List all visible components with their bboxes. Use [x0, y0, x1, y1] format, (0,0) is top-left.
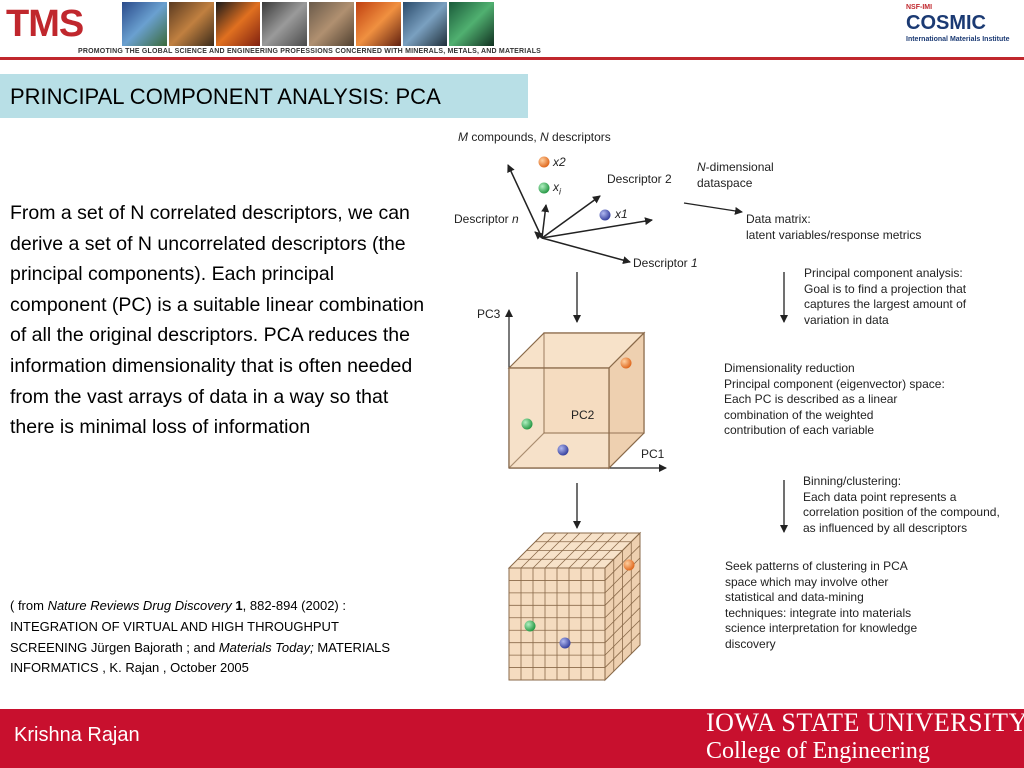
caption-n: N — [540, 130, 549, 144]
slide-title: PRINCIPAL COMPONENT ANALYSIS: PCA — [10, 84, 441, 110]
note-line: variation in data — [804, 313, 966, 329]
cube-dot-blue — [558, 445, 569, 456]
note-line: Dimensionality reduction — [724, 361, 945, 377]
university-name: IOWA STATE UNIVERSITY — [706, 708, 1024, 738]
note-line: discovery — [725, 637, 917, 653]
label-xi-sub: i — [559, 186, 561, 196]
label-pc2: PC2 — [571, 408, 594, 424]
citation-part1: ( from — [10, 598, 48, 613]
college-name: College of Engineering — [706, 738, 930, 765]
citation-volume: 1 — [232, 598, 243, 613]
header-photo — [309, 2, 354, 46]
note-dimensionality: Dimensionality reduction Principal compo… — [724, 361, 945, 439]
descriptor-1-text: Descriptor — [633, 256, 691, 270]
caption-m: M — [458, 130, 468, 144]
caption-end: descriptors — [549, 130, 611, 144]
label-xi: xi — [553, 180, 561, 200]
label-descriptor-1: Descriptor 1 — [633, 256, 698, 272]
note-line: statistical and data-mining — [725, 590, 917, 606]
label-ndim-dataspace: N-dimensional dataspace — [697, 160, 774, 191]
header-rule — [0, 57, 1024, 60]
body-paragraph: From a set of N correlated descriptors, … — [10, 198, 435, 443]
header-photo — [403, 2, 448, 46]
descriptor-n-text: Descriptor — [454, 212, 512, 226]
cosmic-subtitle: International Materials Institute — [906, 36, 1009, 43]
header-photo — [122, 2, 167, 46]
note-pca: Principal component analysis: Goal is to… — [804, 266, 966, 328]
citation-journal1: Nature Reviews Drug Discovery — [48, 598, 232, 613]
data-matrix-line2: latent variables/response metrics — [746, 228, 921, 242]
footer-author: Krishna Rajan — [14, 724, 140, 747]
data-matrix-arrow — [684, 203, 742, 212]
label-pc1: PC1 — [641, 447, 664, 463]
header-photo — [169, 2, 214, 46]
note-line: Goal is to find a projection that — [804, 282, 966, 298]
label-descriptor-2: Descriptor 2 — [607, 172, 672, 188]
descriptor-1-italic: 1 — [691, 256, 698, 270]
ndim-text: -dimensional — [706, 160, 774, 174]
ndim-line2: dataspace — [697, 176, 752, 190]
label-descriptor-n: Descriptor n — [454, 212, 519, 228]
dot-xi — [539, 183, 550, 194]
note-line: Principal component analysis: — [804, 266, 966, 282]
cube-dot-green — [522, 419, 533, 430]
caption-mid: compounds, — [468, 130, 540, 144]
label-x2: x2 — [553, 155, 566, 171]
citation: ( from Nature Reviews Drug Discovery 1, … — [10, 596, 405, 679]
note-line: Binning/clustering: — [803, 474, 1000, 490]
note-line: Principal component (eigenvector) space: — [724, 377, 945, 393]
note-line: combination of the weighted — [724, 408, 945, 424]
header-photo — [262, 2, 307, 46]
label-pc3: PC3 — [477, 307, 500, 323]
binned-dot-blue — [560, 638, 571, 649]
cosmic-name: COSMIC — [906, 12, 986, 35]
tms-tagline: PROMOTING THE GLOBAL SCIENCE AND ENGINEE… — [78, 48, 541, 55]
note-line: Seek patterns of clustering in PCA — [725, 559, 917, 575]
note-line: Each PC is described as a linear — [724, 392, 945, 408]
note-line: space which may involve other — [725, 575, 917, 591]
citation-journal2: Materials Today; — [219, 640, 314, 655]
note-line: techniques: integrate into materials — [725, 606, 917, 622]
note-line: Each data point represents a — [803, 490, 1000, 506]
data-matrix-line1: Data matrix: — [746, 212, 811, 226]
cube-dot-orange — [621, 358, 632, 369]
dot-x2 — [539, 157, 550, 168]
note-line: science interpretation for knowledge — [725, 621, 917, 637]
note-line: contribution of each variable — [724, 423, 945, 439]
header-photo-strip — [122, 2, 494, 46]
label-data-matrix: Data matrix: latent variables/response me… — [746, 212, 921, 243]
ndim-italic: N — [697, 160, 706, 174]
descriptor-n-italic: n — [512, 212, 519, 226]
note-line: correlation position of the compound, — [803, 505, 1000, 521]
cosmic-logo: NSF-IMI COSMIC International Materials I… — [900, 2, 1020, 60]
binned-dot-orange — [624, 560, 635, 571]
header-photo — [216, 2, 261, 46]
pca-cube — [509, 333, 644, 468]
note-patterns: Seek patterns of clustering in PCA space… — [725, 559, 917, 652]
diagram-top-caption: M compounds, N descriptors — [458, 130, 611, 146]
note-binning: Binning/clustering: Each data point repr… — [803, 474, 1000, 536]
note-line: as influenced by all descriptors — [803, 521, 1000, 537]
label-x1: x1 — [615, 207, 628, 223]
cosmic-top-label: NSF-IMI — [906, 4, 932, 11]
dot-x1 — [600, 210, 611, 221]
note-line: captures the largest amount of — [804, 297, 966, 313]
binned-dot-green — [525, 621, 536, 632]
header-photo — [356, 2, 401, 46]
binned-cube — [509, 533, 640, 680]
tms-logo: TMS — [6, 4, 83, 44]
header-photo — [449, 2, 494, 46]
